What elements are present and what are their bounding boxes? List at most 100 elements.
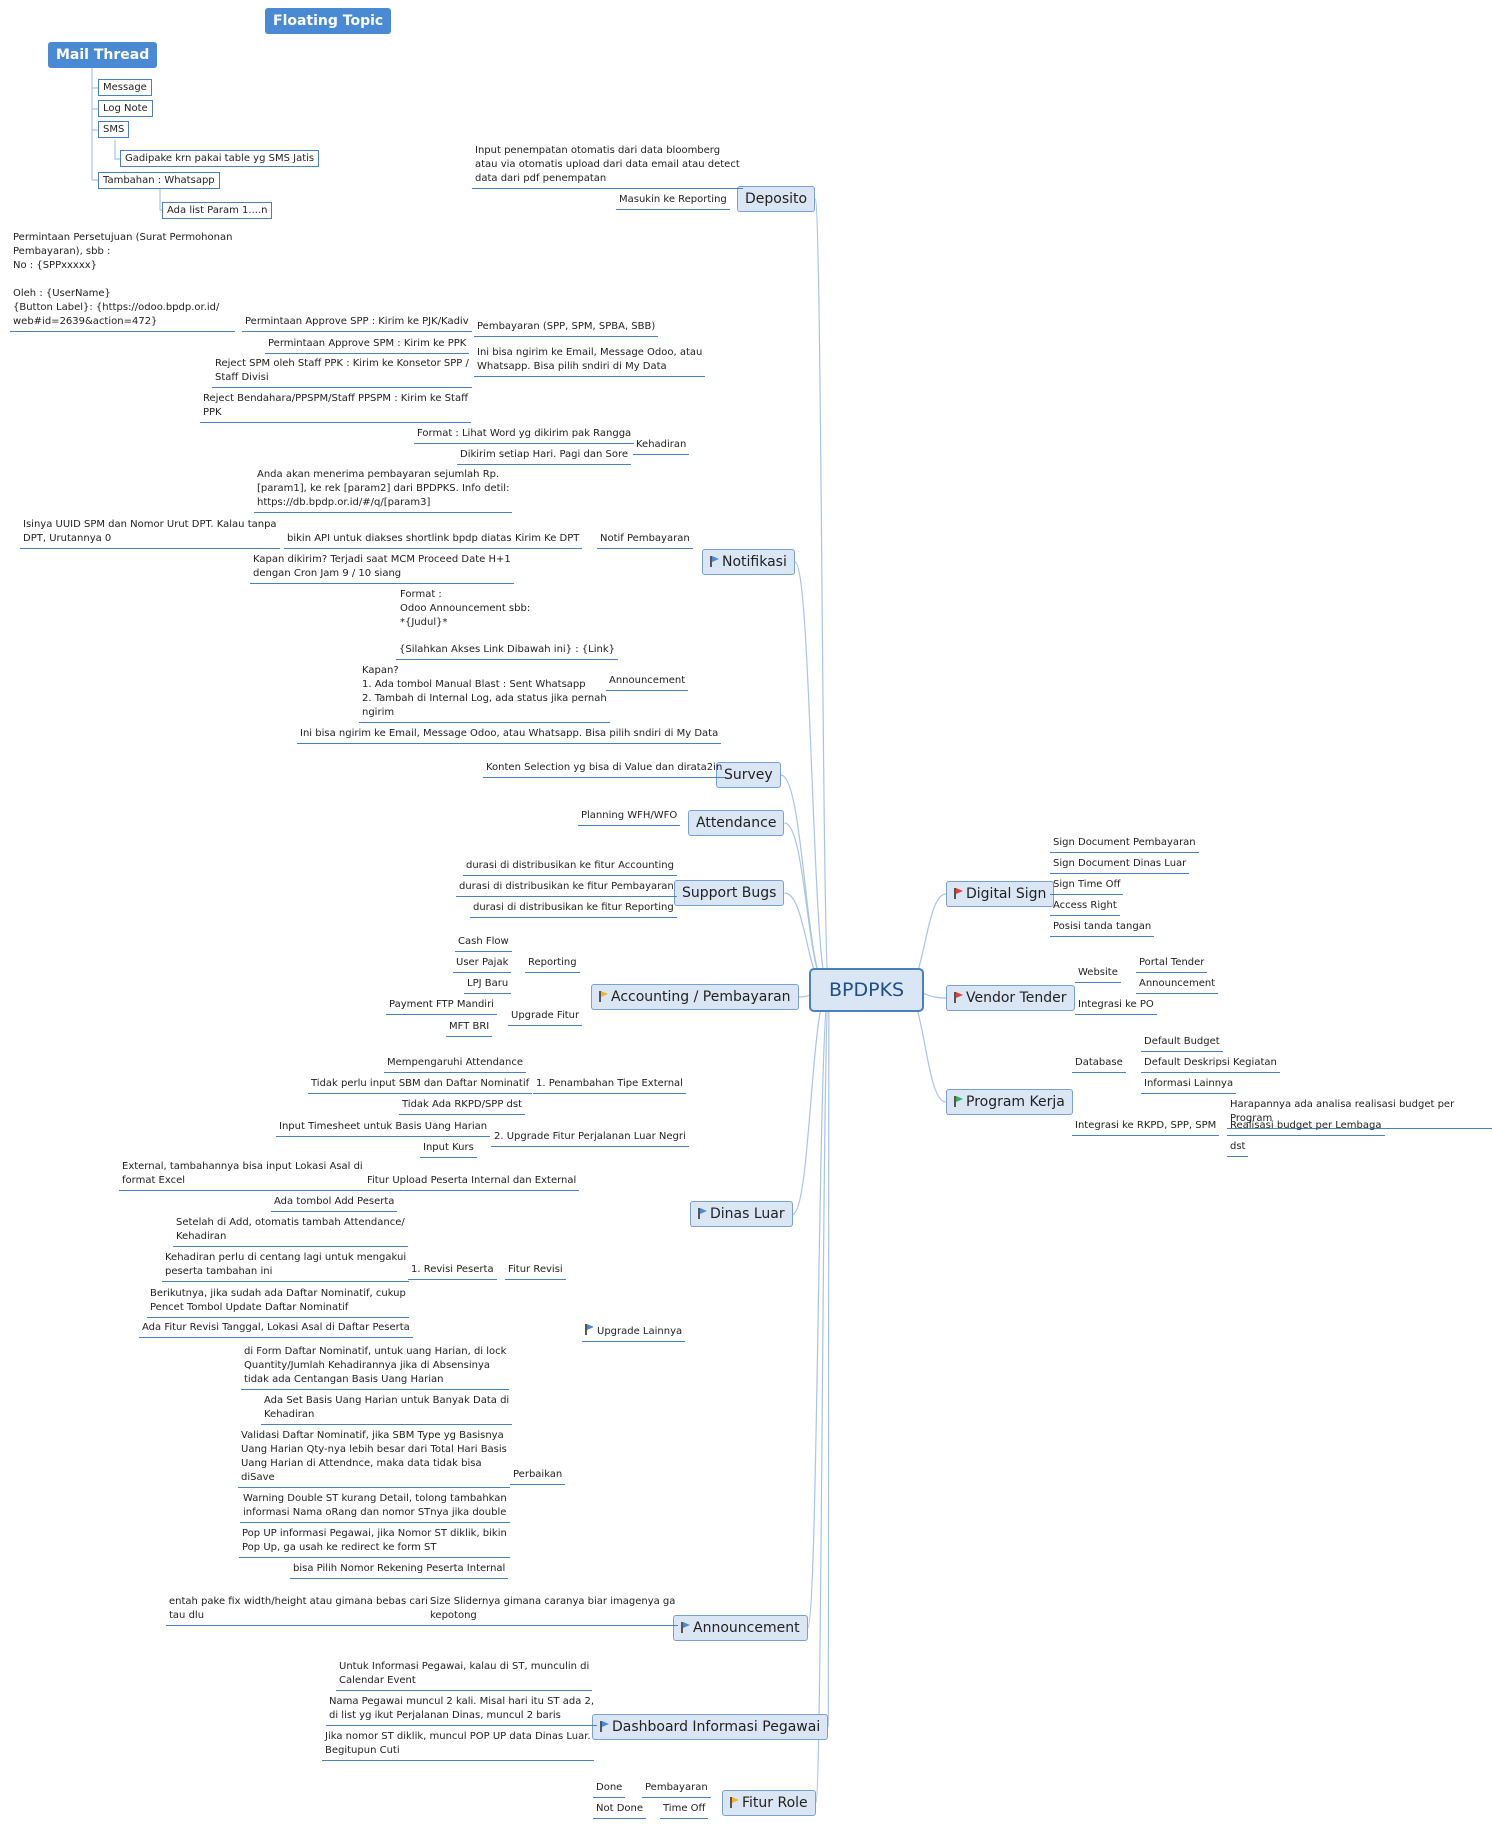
root-topic[interactable]: BPDPKS [809,968,925,1012]
dinas-revisi-peserta[interactable]: 1. Revisi Peserta [408,1263,497,1280]
topic-support-bugs[interactable]: Support Bugs [674,880,785,906]
notif-silahkan[interactable]: {Silahkan Akses Link Dibawah ini} : {Lin… [396,643,618,660]
topic-program-kerja[interactable]: Program Kerja [946,1089,1073,1115]
dinas-ada-tombol[interactable]: Ada tombol Add Peserta [271,1195,398,1212]
dinas-kehadiran-perlu[interactable]: Kehadiran perlu di centang lagi untuk me… [162,1251,410,1282]
dash-nama[interactable]: Nama Pegawai muncul 2 kali. Misal hari i… [326,1695,598,1726]
prog-database[interactable]: Database [1072,1056,1126,1073]
mail-log-note[interactable]: Log Note [98,100,153,117]
notif-format-lihat[interactable]: Format : Lihat Word yg dikirim pak Rangg… [414,427,635,444]
prog-default-budget[interactable]: Default Budget [1141,1035,1223,1052]
topic-accounting[interactable]: Accounting / Pembayaran [591,984,799,1010]
topic-attendance[interactable]: Attendance [688,810,785,836]
acc-upgrade-fitur[interactable]: Upgrade Fitur [508,1009,583,1026]
mail-thread-topic[interactable]: Mail Thread [48,42,158,68]
notif-anda-akan[interactable]: Anda akan menerima pembayaran sejumlah R… [254,468,513,513]
topic-fitur-role[interactable]: Fitur Role [722,1790,816,1816]
dinas-upgrade-lainnya[interactable]: Upgrade Lainnya [582,1324,686,1342]
notif-approve-spm[interactable]: Permintaan Approve SPM : Kirim ke PPK [265,337,470,354]
acc-user-pajak[interactable]: User Pajak [453,956,512,973]
mail-sms[interactable]: SMS [98,121,130,138]
dinas-warning[interactable]: Warning Double ST kurang Detail, tolong … [240,1492,510,1523]
dinas-penambahan[interactable]: 1. Penambahan Tipe External [533,1077,686,1094]
floating-topic[interactable]: Floating Topic [265,8,392,34]
dinas-fitur-revisi[interactable]: Fitur Revisi [505,1263,566,1280]
acc-lpj-baru[interactable]: LPJ Baru [464,977,512,994]
topic-announcement[interactable]: Announcement [673,1615,808,1641]
dinas-tidak-perlu[interactable]: Tidak perlu input SBM dan Daftar Nominat… [308,1077,533,1094]
survey-konten[interactable]: Konten Selection yg bisa di Value dan di… [483,761,726,778]
notif-format-odoo[interactable]: Format : Odoo Announcement sbb: *{Judul}… [400,589,531,628]
dash-untuk[interactable]: Untuk Informasi Pegawai, kalau di ST, mu… [336,1660,593,1691]
ds-item-3[interactable]: Sign Time Off [1050,878,1124,895]
prog-default-deskripsi[interactable]: Default Deskripsi Kegiatan [1141,1056,1280,1073]
dinas-input-timesheet[interactable]: Input Timesheet untuk Basis Uang Harian [276,1120,491,1137]
dinas-mempengaruhi[interactable]: Mempengaruhi Attendance [384,1056,527,1073]
acc-payment-ftp[interactable]: Payment FTP Mandiri [386,998,497,1015]
notif-bisa-ngirim2[interactable]: Ini bisa ngirim ke Email, Message Odoo, … [297,727,722,744]
topic-deposito[interactable]: Deposito [737,186,816,212]
notif-announcement[interactable]: Announcement [606,674,689,691]
notif-pembayaran-notif[interactable]: Notif Pembayaran [597,532,693,549]
deposito-masukin[interactable]: Masukin ke Reporting [616,193,730,210]
acc-reporting[interactable]: Reporting [525,956,580,973]
notif-pembayaran[interactable]: Pembayaran (SPP, SPM, SPBA, SBB) [474,320,659,337]
vendor-integrasi[interactable]: Integrasi ke PO [1075,998,1157,1015]
dinas-input-kurs[interactable]: Input Kurs [420,1141,477,1158]
topic-survey[interactable]: Survey [716,762,781,788]
topic-dashboard[interactable]: Dashboard Informasi Pegawai [592,1714,829,1740]
dinas-tidak-ada[interactable]: Tidak Ada RKPD/SPP dst [399,1098,526,1115]
dinas-ada-set[interactable]: Ada Set Basis Uang Harian untuk Banyak D… [261,1394,513,1425]
acc-cash-flow[interactable]: Cash Flow [455,935,512,952]
dinas-di-form[interactable]: di Form Daftar Nominatif, untuk uang Har… [241,1345,510,1390]
dinas-perbaikan[interactable]: Perbaikan [510,1468,566,1485]
dinas-berikutnya[interactable]: Berikutnya, jika sudah ada Daftar Nomina… [147,1287,409,1318]
role-done[interactable]: Done [593,1781,626,1798]
mail-gadipake[interactable]: Gadipake krn pakai table yg SMS Jatis [120,150,320,167]
prog-harapannya[interactable]: Harapannya ada analisa realisasi budget … [1227,1098,1492,1129]
notif-bikin-api[interactable]: bikin API untuk diakses shortlink bpdp d… [284,532,515,549]
notif-reject-spm[interactable]: Reject SPM oleh Staff PPK : Kirim ke Kon… [212,357,472,388]
deposito-input[interactable]: Input penempatan otomatis dari data bloo… [472,144,743,189]
topic-digital-sign[interactable]: Digital Sign [946,881,1055,907]
prog-realisasi[interactable]: Realisasi budget per Lembaga [1227,1119,1385,1136]
dinas-bisa-pilih[interactable]: bisa Pilih Nomor Rekening Peserta Intern… [290,1562,509,1579]
support-item-2[interactable]: durasi di distribusikan ke fitur Pembaya… [456,880,677,897]
role-time-off[interactable]: Time Off [660,1802,709,1819]
ds-item-1[interactable]: Sign Document Pembayaran [1050,836,1199,853]
dinas-fitur-upload[interactable]: Fitur Upload Peserta Internal dan Extern… [364,1174,580,1191]
topic-vendor-tender[interactable]: Vendor Tender [946,985,1075,1011]
ds-item-4[interactable]: Access Right [1050,899,1120,916]
vendor-website[interactable]: Website [1075,966,1121,983]
prog-informasi[interactable]: Informasi Lainnya [1141,1077,1237,1094]
ds-item-2[interactable]: Sign Document Dinas Luar [1050,857,1190,874]
acc-mft-bri[interactable]: MFT BRI [446,1020,493,1037]
support-item-1[interactable]: durasi di distribusikan ke fitur Account… [463,859,677,876]
ann-size[interactable]: Size Slidernya gimana caranya biar image… [427,1595,679,1626]
notif-kapan[interactable]: Kapan? 1. Ada tombol Manual Blast : Sent… [359,664,610,723]
dinas-setelah[interactable]: Setelah di Add, otomatis tambah Attendan… [173,1216,408,1247]
dinas-ada-fitur-revisi[interactable]: Ada Fitur Revisi Tanggal, Lokasi Asal di… [139,1321,413,1338]
ds-item-5[interactable]: Posisi tanda tangan [1050,920,1155,937]
mail-message[interactable]: Message [98,79,152,96]
role-not-done[interactable]: Not Done [593,1802,647,1819]
support-item-3[interactable]: durasi di distribusikan ke fitur Reporti… [470,901,677,918]
ann-entah[interactable]: entah pake fix width/height atau gimana … [166,1595,431,1626]
prog-integrasi[interactable]: Integrasi ke RKPD, SPP, SPM [1072,1119,1220,1136]
vendor-announcement[interactable]: Announcement [1136,977,1219,994]
mail-tambahan[interactable]: Tambahan : Whatsapp [98,172,220,189]
dinas-upgrade-perjalanan[interactable]: 2. Upgrade Fitur Perjalanan Luar Negri [491,1130,689,1147]
vendor-portal[interactable]: Portal Tender [1136,956,1208,973]
role-pembayaran[interactable]: Pembayaran [642,1781,711,1798]
dinas-validasi[interactable]: Validasi Daftar Nominatif, jika SBM Type… [238,1429,510,1488]
dash-jika[interactable]: Jika nomor ST diklik, muncul POP UP data… [322,1730,594,1761]
notif-approve-spp[interactable]: Permintaan Approve SPP : Kirim ke PJK/Ka… [242,315,472,332]
notif-isinya[interactable]: Isinya UUID SPM dan Nomor Urut DPT. Kala… [20,518,280,549]
notif-permintaan-text[interactable]: Permintaan Persetujuan (Surat Permohonan… [10,231,236,332]
dinas-external[interactable]: External, tambahannya bisa input Lokasi … [119,1160,366,1191]
notif-bisa-ngirim[interactable]: Ini bisa ngirim ke Email, Message Odoo, … [474,346,706,377]
notif-kehadiran[interactable]: Kehadiran [633,438,690,455]
prog-dst[interactable]: dst [1227,1140,1249,1157]
attendance-planning[interactable]: Planning WFH/WFO [578,809,681,826]
notif-dikirim[interactable]: Dikirim setiap Hari. Pagi dan Sore [457,448,631,465]
